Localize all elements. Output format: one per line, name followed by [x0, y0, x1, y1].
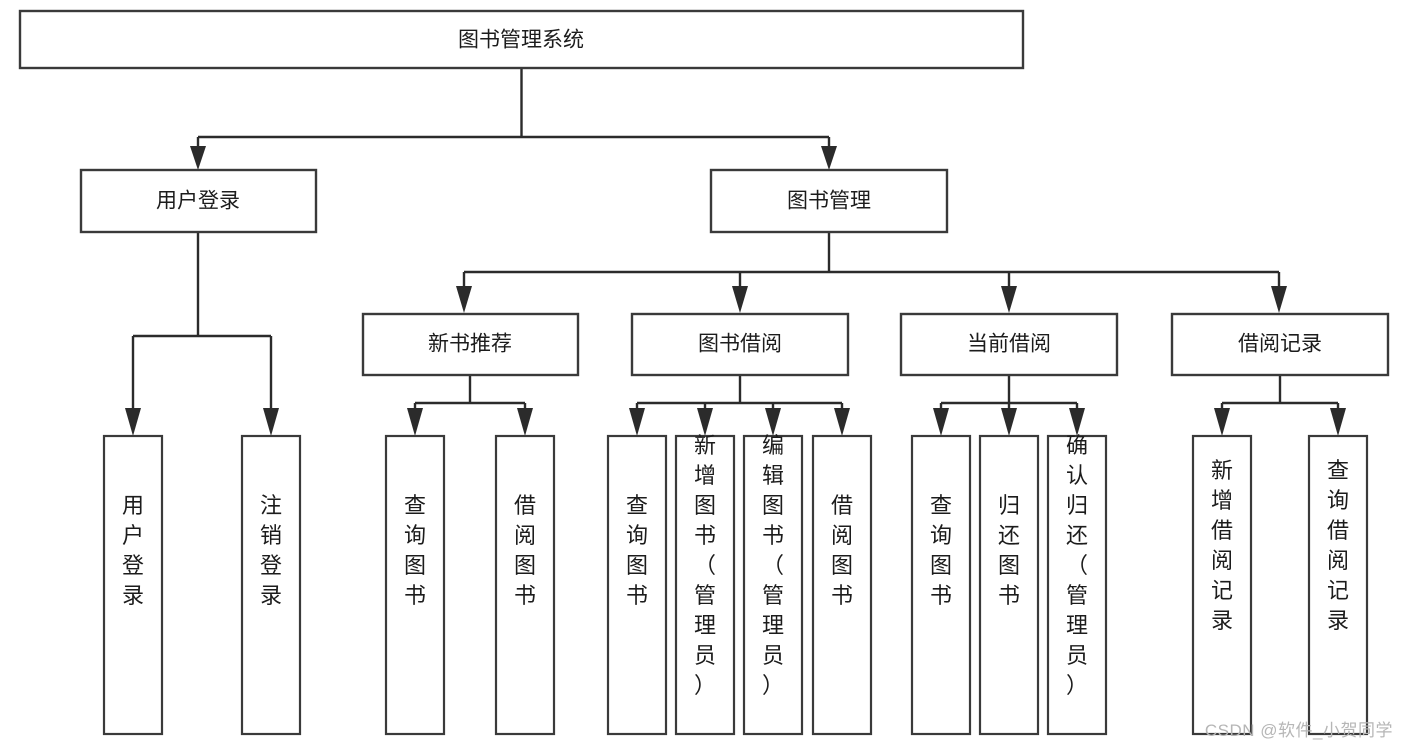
arrow-head-nb-leaf-1 — [407, 408, 423, 436]
leaf-node-user-login-action[interactable]: 用户登录 — [102, 434, 164, 736]
leaf-cb-confirm-return-label: 确认归还（管理员） — [1066, 433, 1088, 698]
leaf-node-logout[interactable]: 注销登录 — [240, 434, 302, 736]
book-management-node-box[interactable] — [709, 168, 949, 234]
node-book-management[interactable]: 图书管理 — [709, 168, 949, 234]
arrow-head-bb-leaf-3 — [765, 408, 781, 436]
arrow-head-cb-leaf-2 — [1001, 408, 1017, 436]
leaf-br-add-record-label: 新增借阅记录 — [1211, 458, 1233, 633]
root-node-label: 图书管理系统 — [458, 29, 584, 52]
leaf-bb-add-book-box[interactable] — [674, 434, 736, 736]
arrow-head-bb-leaf-2 — [697, 408, 713, 436]
new-book-recommend-node-box[interactable] — [361, 312, 580, 377]
leaf-bb-edit-book-box[interactable] — [742, 434, 804, 736]
arrow-head-cb-leaf-3 — [1069, 408, 1085, 436]
leaf-bb-borrow-book-box[interactable] — [811, 434, 873, 736]
node-root-book-management-system[interactable]: 图书管理系统 — [18, 9, 1025, 70]
arrow-head-bb-leaf-1 — [629, 408, 645, 436]
current-borrow-node-label: 当前借阅 — [967, 333, 1051, 356]
new-book-recommend-node-label: 新书推荐 — [428, 333, 512, 356]
arrow-head-br-leaf-1 — [1214, 408, 1230, 436]
arrow-head-cb-leaf-1 — [933, 408, 949, 436]
leaf-nb-query-book-label: 查询图书 — [404, 493, 426, 608]
leaf-bb-add-book-label: 新增图书（管理员） — [694, 433, 716, 698]
leaf-nb-query-book-box[interactable] — [384, 434, 446, 736]
borrow-record-node-box[interactable] — [1170, 312, 1390, 377]
leaf-cb-return-book-label: 归还图书 — [998, 493, 1020, 608]
arrow-head-br-leaf-2 — [1330, 408, 1346, 436]
arrow-head-bb-leaf-4 — [834, 408, 850, 436]
leaf-user-login-box[interactable] — [102, 434, 164, 736]
leaf-node-br-add-record[interactable]: 新增借阅记录 — [1191, 434, 1253, 736]
arrow-head-book-mgmt — [821, 146, 837, 170]
arrow-head-borrow-record — [1271, 286, 1287, 313]
book-management-node-label: 图书管理 — [787, 190, 871, 213]
leaf-br-add-record-box[interactable] — [1191, 434, 1253, 736]
node-current-borrow[interactable]: 当前借阅 — [899, 312, 1119, 377]
node-user-login[interactable]: 用户登录 — [79, 168, 318, 234]
leaf-cb-confirm-return-box[interactable] — [1046, 434, 1108, 736]
book-borrow-node-label: 图书借阅 — [698, 333, 782, 356]
leaf-node-cb-query-book[interactable]: 查询图书 — [910, 434, 972, 736]
leaf-node-cb-confirm-return[interactable]: 确认归还（管理员） — [1046, 433, 1108, 736]
user-login-node-box[interactable] — [79, 168, 318, 234]
leaf-cb-query-book-label: 查询图书 — [930, 493, 952, 608]
current-borrow-node-box[interactable] — [899, 312, 1119, 377]
leaf-user-login-label: 用户登录 — [122, 493, 144, 608]
leaf-br-query-record-box[interactable] — [1307, 434, 1369, 736]
leaf-bb-borrow-book-label: 借阅图书 — [831, 493, 853, 608]
arrow-head-leaf-user-login — [125, 408, 141, 436]
leaf-node-nb-borrow-book[interactable]: 借阅图书 — [494, 434, 556, 736]
book-borrow-node-box[interactable] — [630, 312, 850, 377]
arrow-head-nb-leaf-2 — [517, 408, 533, 436]
leaf-cb-query-book-box[interactable] — [910, 434, 972, 736]
leaf-node-bb-edit-book[interactable]: 编辑图书（管理员） — [742, 433, 804, 736]
arrow-head-book-borrow — [732, 286, 748, 313]
connector-group — [125, 68, 1346, 436]
node-new-book-recommend[interactable]: 新书推荐 — [361, 312, 580, 377]
node-book-borrow[interactable]: 图书借阅 — [630, 312, 850, 377]
leaf-node-bb-add-book[interactable]: 新增图书（管理员） — [674, 433, 736, 736]
leaf-nb-borrow-book-label: 借阅图书 — [514, 493, 536, 608]
leaf-node-cb-return-book[interactable]: 归还图书 — [978, 434, 1040, 736]
leaf-node-bb-query-book[interactable]: 查询图书 — [606, 434, 668, 736]
leaf-node-bb-borrow-book[interactable]: 借阅图书 — [811, 434, 873, 736]
csdn-watermark: CSDN @软件_小贺同学 — [1204, 721, 1393, 740]
arrow-head-leaf-logout — [263, 408, 279, 436]
user-login-node-label: 用户登录 — [156, 190, 240, 213]
leaf-bb-query-book-box[interactable] — [606, 434, 668, 736]
root-node-box[interactable] — [18, 9, 1025, 70]
leaf-br-query-record-label: 查询借阅记录 — [1327, 458, 1349, 633]
leaf-bb-query-book-label: 查询图书 — [626, 493, 648, 608]
leaf-nb-borrow-book-box[interactable] — [494, 434, 556, 736]
leaf-logout-label: 注销登录 — [260, 493, 282, 608]
arrow-head-user-login — [190, 146, 206, 170]
leaf-node-br-query-record[interactable]: 查询借阅记录 — [1307, 434, 1369, 736]
leaf-node-nb-query-book[interactable]: 查询图书 — [384, 434, 446, 736]
leaf-bb-edit-book-label: 编辑图书（管理员） — [762, 433, 784, 698]
node-borrow-record[interactable]: 借阅记录 — [1170, 312, 1390, 377]
leaf-logout-box[interactable] — [240, 434, 302, 736]
arrow-head-current-borrow — [1001, 286, 1017, 313]
arrow-head-new-book — [456, 286, 472, 313]
borrow-record-node-label: 借阅记录 — [1238, 333, 1322, 356]
leaf-cb-return-book-box[interactable] — [978, 434, 1040, 736]
